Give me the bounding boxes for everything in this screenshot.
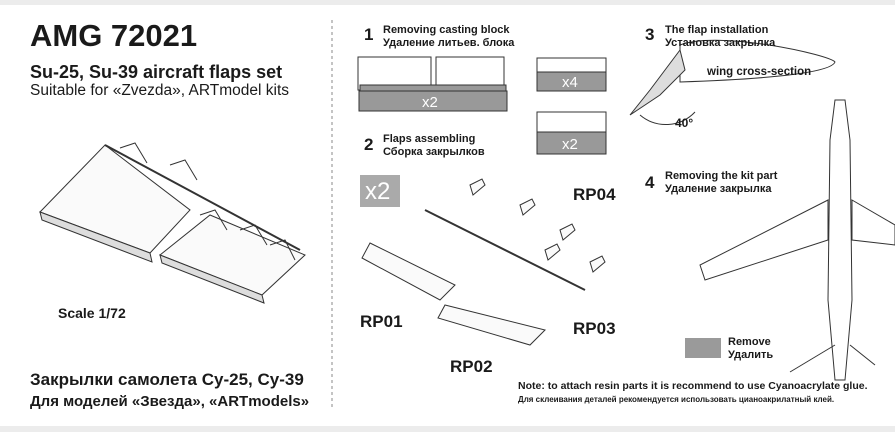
part-rp04: RP04 (573, 185, 616, 204)
part-rp02: RP02 (450, 357, 493, 376)
assembly-qty-box (360, 175, 400, 207)
product-title: Su-25, Su-39 aircraft flaps set (30, 62, 283, 82)
step-4-title-en: Removing the kit part (665, 170, 778, 182)
bottom-band (0, 426, 895, 432)
step-1-title-en: Removing casting block (383, 24, 510, 36)
part-rp01: RP01 (360, 312, 403, 331)
russian-title: Закрылки самолета Су-25, Су-39 (30, 370, 304, 389)
wing-label: wing cross-section (707, 66, 812, 78)
step-1-title-ru: Удаление литьев. блока (383, 37, 515, 49)
part-rp03: RP03 (573, 319, 616, 338)
step-2-title-en: Flaps assembling (383, 133, 476, 145)
qty-block-pins: x2 (562, 136, 578, 153)
qty-assembly: x2 (365, 178, 391, 205)
assembly-illustration (361, 178, 606, 346)
casting-block-main (357, 56, 508, 112)
product-code: AMG 72021 (30, 18, 198, 53)
note-en: Note: to attach resin parts it is recomm… (518, 380, 868, 392)
note-ru: Для склеивания деталей рекомендуется исп… (518, 395, 835, 404)
qty-block-main: x2 (422, 94, 438, 111)
flaps-illustration (39, 142, 306, 304)
step-3-title-en: The flap installation (665, 24, 769, 36)
step-3-number: 3 (645, 25, 655, 44)
wing-cross-section (629, 39, 836, 125)
scale-label: Scale 1/72 (58, 305, 126, 321)
step-2-number: 2 (364, 135, 374, 154)
step-4-number: 4 (645, 173, 655, 192)
russian-subtitle: Для моделей «Звезда», «ARTmodels» (30, 393, 310, 410)
angle-label: 40° (675, 116, 694, 130)
product-subtitle: Suitable for «Zvezda», ARTmodel kits (30, 82, 290, 99)
step-2-title-ru: Сборка закрылков (383, 146, 485, 158)
aircraft-illustration (699, 99, 895, 381)
remove-legend-en: Remove (728, 336, 771, 348)
remove-legend-ru: Удалить (728, 349, 774, 361)
step-1-number: 1 (364, 25, 374, 44)
casting-block-small (536, 57, 607, 155)
top-band (0, 0, 895, 5)
step-4-title-ru: Удаление закрылка (665, 183, 772, 195)
remove-color-swatch (685, 338, 721, 358)
step-3-title-ru: Установка закрылка (665, 37, 776, 49)
qty-block-small: x4 (562, 74, 578, 91)
